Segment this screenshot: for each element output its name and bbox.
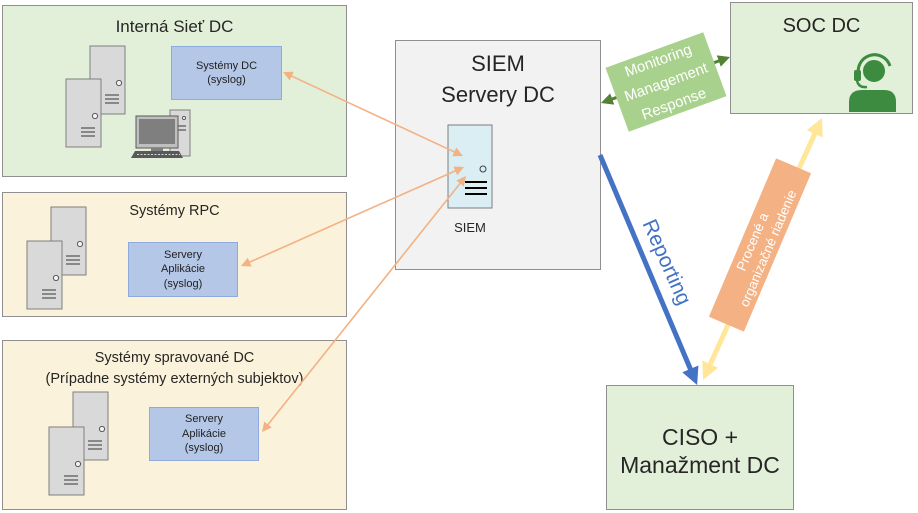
reporting-arrow: [597, 154, 699, 385]
systems-box-line: Servery: [185, 413, 223, 426]
response-label: Response: [639, 85, 708, 124]
systems-box-line: (syslog): [163, 277, 203, 290]
systems-box-line: (syslog): [184, 442, 224, 455]
ciso-management-box: CISO + Manažment DC: [606, 385, 794, 510]
reporting-label: Reporting: [638, 216, 696, 309]
monitoring-label-band: Monitoring Management Response: [605, 32, 727, 132]
systems-box-line: Aplikácie: [160, 263, 206, 276]
managed-systems-group: Systémy spravované DC (Prípadne systémy …: [2, 340, 347, 510]
management-label: Management: [622, 59, 711, 105]
systems-box-line: Systémy DC: [195, 59, 258, 72]
governance-label: organizačné riadenie: [737, 188, 800, 309]
group-title: Systémy RPC: [129, 203, 220, 219]
governance-label: Procené a: [734, 210, 772, 273]
ciso-title: CISO +: [661, 424, 739, 450]
syslog-systems-box: Servery Aplikácie (syslog): [149, 407, 259, 461]
monitoring-band: [605, 32, 727, 132]
systems-box-line: (syslog): [207, 74, 246, 86]
group-title: Interná Sieť DC: [115, 17, 234, 36]
group-subtitle: (Prípadne systémy externých subjektov): [45, 371, 304, 387]
syslog-systems-box: Systémy DC (syslog): [171, 46, 282, 100]
siem-subtitle: Servery DC: [441, 82, 555, 107]
soc-title: SOC DC: [782, 15, 861, 37]
monitoring-flow-arrow: [600, 55, 731, 105]
governance-band: [708, 158, 812, 332]
governance-label-band: Procené a organizačné riadenie: [708, 158, 812, 332]
systems-box-line: Aplikácie: [181, 427, 227, 440]
internal-network-group: Interná Sieť DC Systémy DC (syslog): [2, 5, 347, 177]
siem-server-label: SIEM: [454, 220, 486, 235]
governance-arrow: [702, 117, 823, 381]
systems-box-line: Servery: [164, 248, 202, 261]
monitoring-label: Monitoring: [622, 41, 694, 81]
soc-box: SOC DC: [730, 2, 913, 114]
rpc-systems-group: Systémy RPC Servery Aplikácie (syslog): [2, 192, 347, 317]
siem-title: SIEM: [471, 51, 525, 76]
ciso-subtitle: Manažment DC: [620, 452, 780, 478]
siem-servers-box: SIEM Servery DC SIEM: [395, 40, 601, 270]
syslog-systems-box: Servery Aplikácie (syslog): [128, 242, 238, 297]
group-title: Systémy spravované DC: [94, 350, 255, 366]
